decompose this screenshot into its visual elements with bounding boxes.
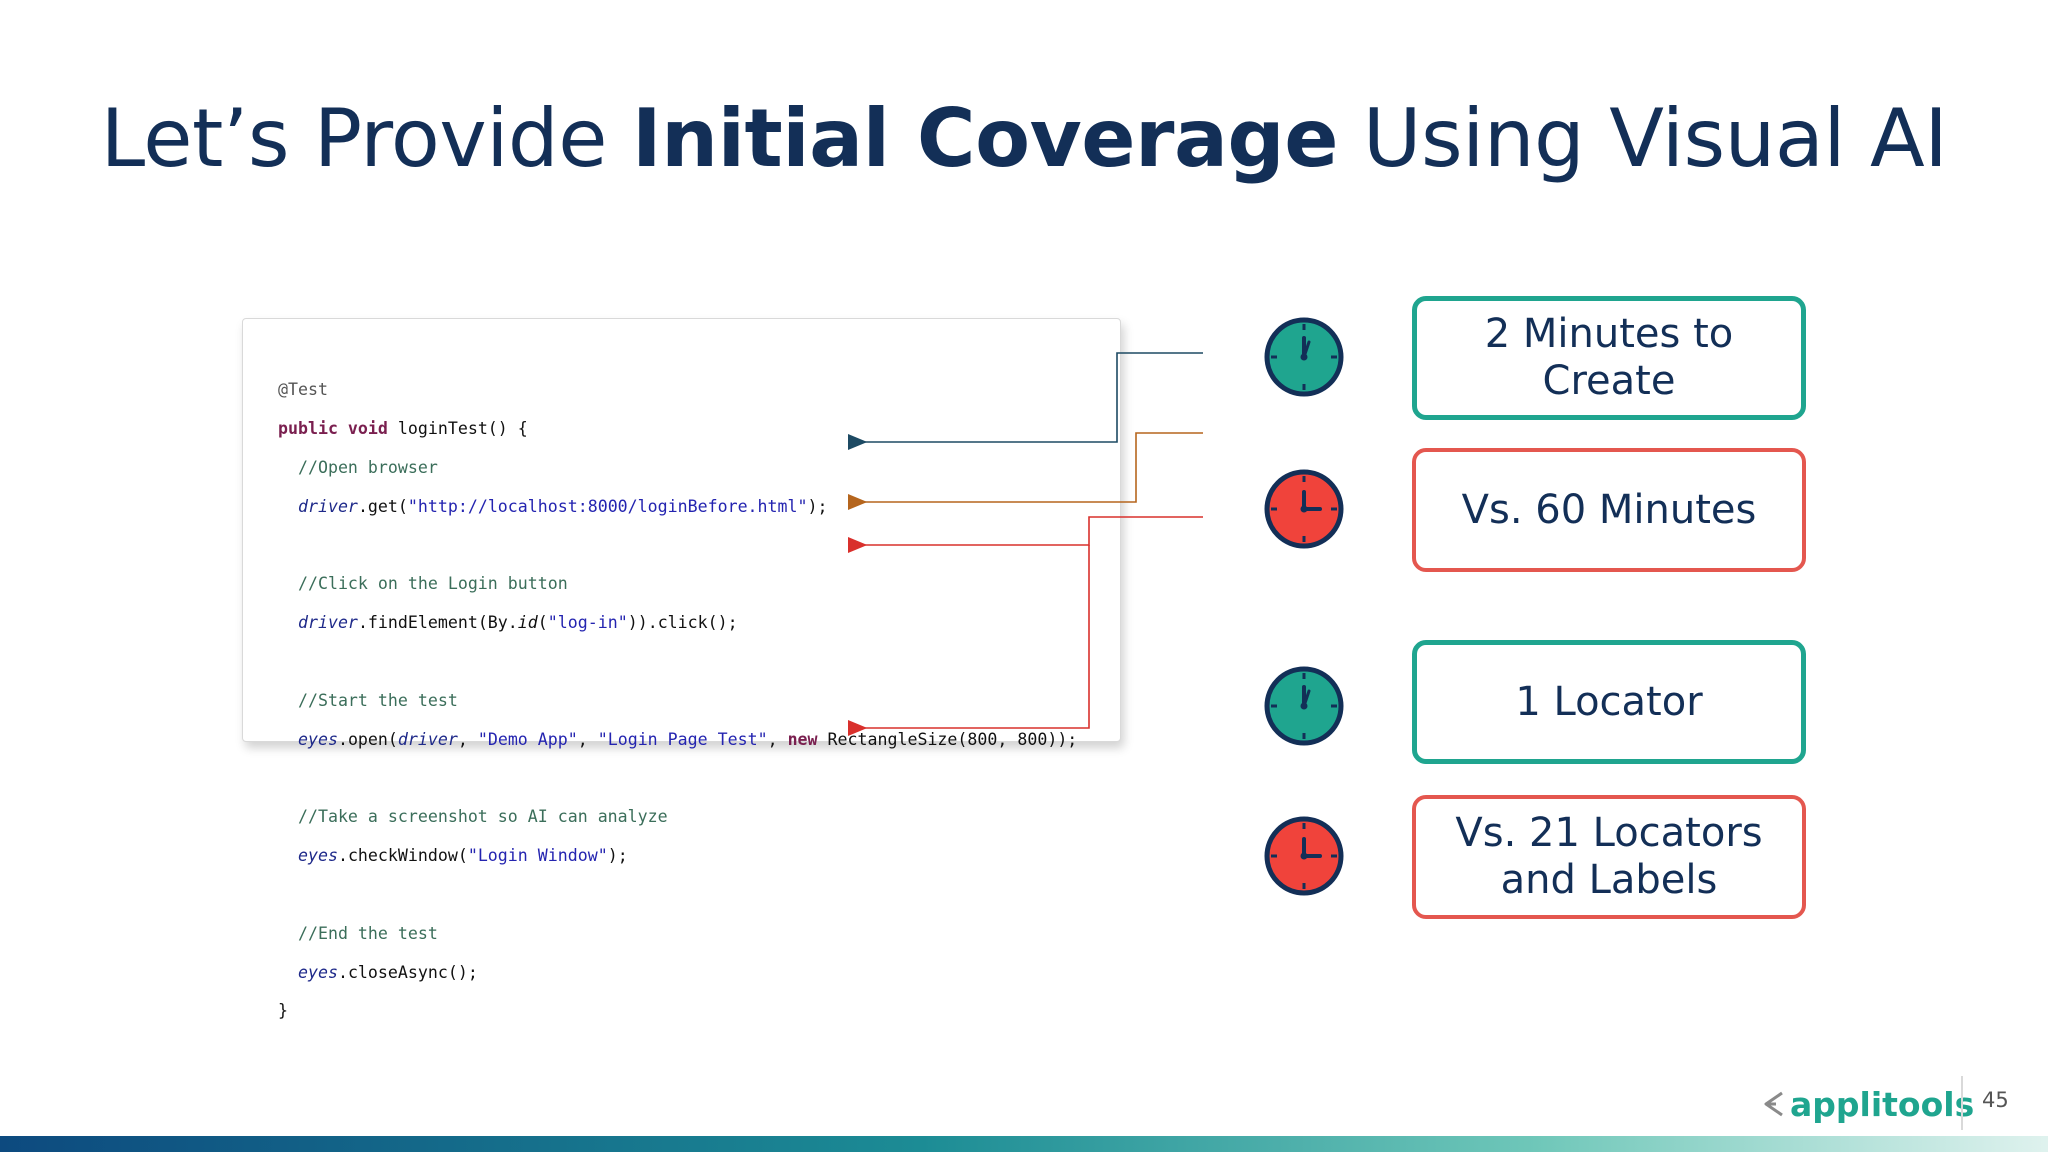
brand-name: applitools: [1790, 1084, 1975, 1124]
slide-title: Let’s Provide Initial Coverage Using Vis…: [0, 92, 2048, 185]
clock-icon: [1264, 816, 1344, 896]
clock-icon: [1264, 666, 1344, 746]
card-minutes-to-create: 2 Minutes to Create: [1412, 296, 1806, 420]
code-line: //Take a screenshot so AI can analyze: [278, 807, 668, 827]
clock-icon: [1264, 317, 1344, 397]
title-part-2: Using Visual AI: [1337, 92, 1948, 185]
card-label: 1 Locator: [1515, 678, 1703, 725]
code-panel: [242, 318, 1121, 742]
clock-icon: [1264, 469, 1344, 549]
arrow-to-end-of-test: [848, 545, 1090, 736]
card-label: Vs. 60 Minutes: [1461, 486, 1757, 533]
slide-number: 45: [1982, 1088, 2009, 1112]
code-line: //Open browser: [278, 458, 438, 478]
card-label-line-2: and Labels: [1500, 857, 1718, 903]
arrow-to-find-element-line: [848, 432, 1203, 510]
code-line: //End the test: [278, 923, 438, 943]
card-vs-60-minutes: Vs. 60 Minutes: [1412, 448, 1806, 572]
title-part-1: Let’s Provide: [100, 92, 632, 185]
code-line: @Test: [278, 380, 328, 400]
code-block: @Test public void loginTest() { //Open b…: [278, 361, 1077, 1040]
bottom-gradient-bar: [0, 1136, 2048, 1152]
brand-logo: applitools: [1762, 1084, 1974, 1124]
code-line: driver.findElement(By.id("log-in")).clic…: [278, 613, 738, 633]
code-line: eyes.checkWindow("Login Window");: [278, 846, 628, 866]
code-line: eyes.open(driver, "Demo App", "Login Pag…: [278, 729, 1078, 749]
arrow-to-get-line: [848, 352, 1203, 450]
applitools-logo-icon: [1764, 1091, 1783, 1117]
card-vs-21-locators: Vs. 21 Locators and Labels: [1412, 795, 1806, 919]
code-line: driver.get("http://localhost:8000/loginB…: [278, 496, 828, 516]
card-label-line-1: Vs. 21 Locators: [1455, 810, 1763, 856]
code-line: public void loginTest() {: [278, 419, 528, 439]
code-line: }: [278, 1001, 288, 1021]
card-label: 2 Minutes to Create: [1484, 311, 1734, 404]
title-bold: Initial Coverage: [631, 92, 1339, 185]
code-line: //Click on the Login button: [278, 574, 568, 594]
arrow-to-eyes-open-line: [848, 516, 1203, 553]
footer-divider: [1961, 1076, 1963, 1130]
code-line: eyes.closeAsync();: [278, 962, 478, 982]
card-one-locator: 1 Locator: [1412, 640, 1806, 764]
code-line: //Start the test: [278, 690, 458, 710]
